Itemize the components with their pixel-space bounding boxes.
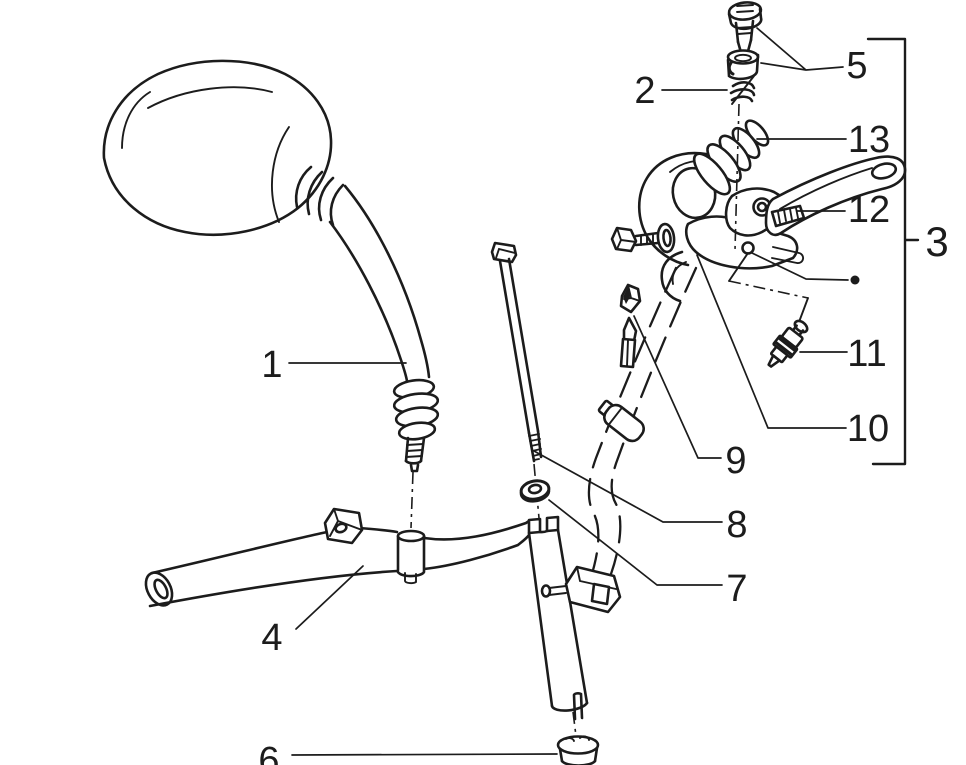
grip-boot bbox=[692, 119, 770, 196]
callout-3: 3 bbox=[925, 218, 948, 265]
bullet-dot-icon bbox=[850, 275, 860, 285]
spring-clip bbox=[729, 75, 756, 105]
clamp-bolt bbox=[610, 222, 676, 254]
steering-tube bbox=[527, 515, 622, 721]
pivot-screw bbox=[727, 1, 763, 58]
long-bolt bbox=[490, 241, 543, 463]
callout-6: 6 bbox=[258, 740, 279, 765]
callout-8: 8 bbox=[726, 504, 747, 546]
group-bracket-3 bbox=[866, 37, 920, 466]
callout-10: 10 bbox=[847, 408, 889, 450]
callout-1: 1 bbox=[261, 344, 282, 386]
rear-view-mirror bbox=[102, 59, 440, 473]
tube-end-cap bbox=[556, 735, 600, 765]
callout-4: 4 bbox=[261, 617, 282, 659]
cable-anchor-hole bbox=[741, 241, 755, 255]
handlebar bbox=[144, 507, 531, 608]
leader-lines bbox=[288, 27, 920, 756]
callout-7: 7 bbox=[726, 568, 747, 610]
callout-13: 13 bbox=[848, 119, 890, 161]
cable-clip-parts bbox=[597, 283, 645, 443]
brake-switch bbox=[767, 319, 809, 368]
center-line-axes bbox=[410, 280, 809, 737]
brake-lever-assembly bbox=[610, 103, 907, 323]
callout-numbers: 1 2 3 4 5 6 7 8 9 10 11 12 13 bbox=[258, 45, 948, 765]
handlebar-clamp-plate bbox=[323, 507, 364, 545]
spacer-bushing bbox=[396, 529, 426, 585]
callout-9: 9 bbox=[725, 440, 746, 482]
callout-5: 5 bbox=[846, 45, 867, 87]
callout-2: 2 bbox=[634, 70, 655, 112]
cable-sheath-end bbox=[597, 399, 645, 443]
callout-12: 12 bbox=[848, 189, 890, 231]
locknut-bushing bbox=[726, 49, 760, 81]
cable-stop-bracket bbox=[540, 565, 622, 614]
washer bbox=[519, 479, 551, 503]
callout-11: 11 bbox=[847, 333, 886, 375]
